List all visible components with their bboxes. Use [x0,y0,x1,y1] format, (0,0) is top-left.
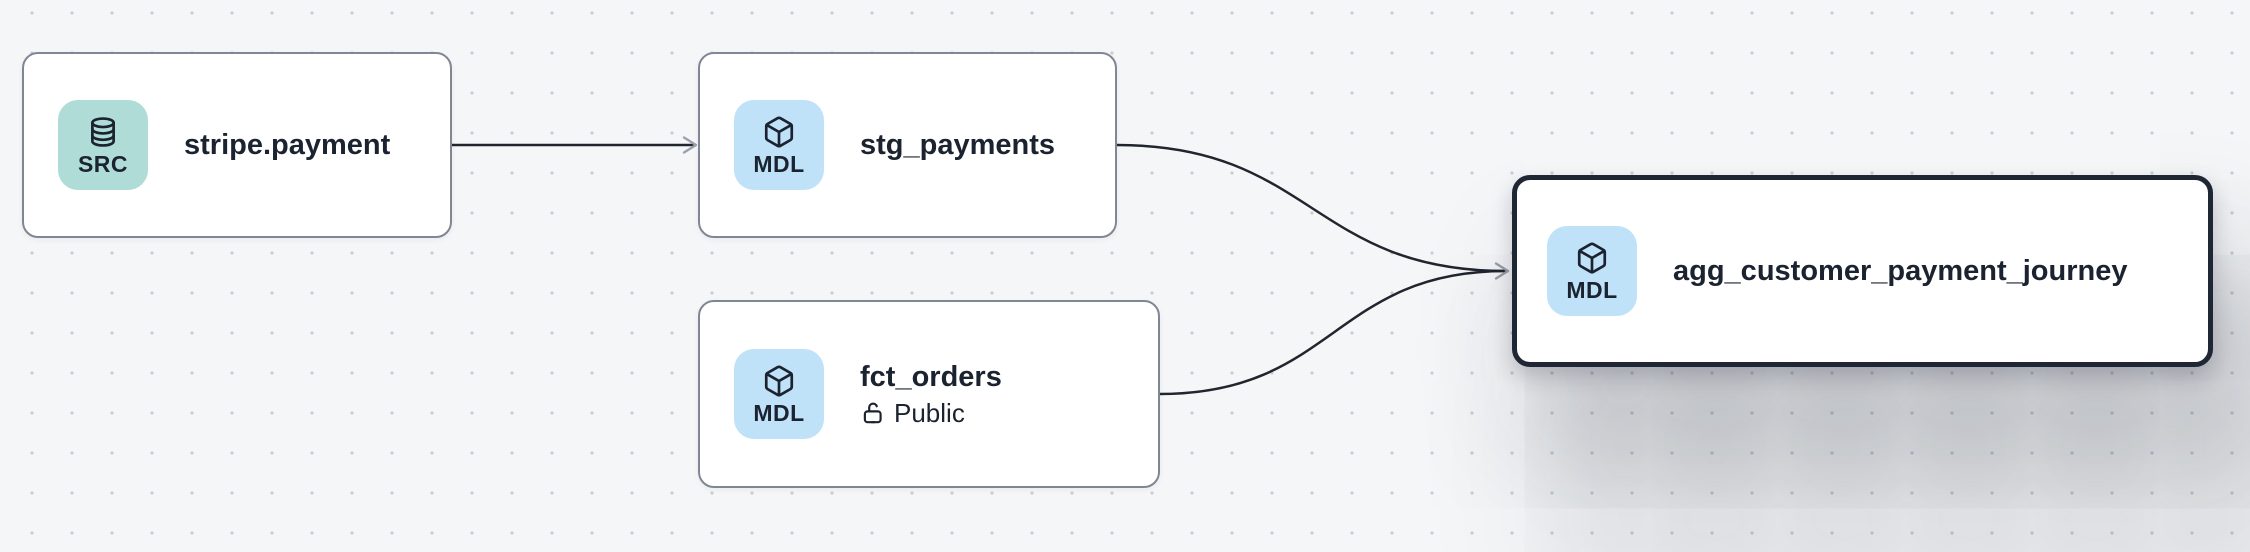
cube-icon [762,364,796,398]
edge-fct-orders-to-agg-customer-payment-journey[interactable] [1159,269,1507,396]
edge-stg-payments-to-agg-customer-payment-journey[interactable] [1116,143,1507,273]
source-badge: SRC [58,100,148,190]
node-title: agg_customer_payment_journey [1673,254,2128,287]
model-badge: MDL [1547,226,1637,316]
database-icon [86,115,120,149]
access-label: Public [894,398,965,429]
node-stripe-payment[interactable]: SRC stripe.payment [22,52,452,238]
node-title: fct_orders [860,361,1002,394]
node-fct-orders[interactable]: MDL fct_orders Public [698,300,1160,488]
cube-icon [762,115,796,149]
badge-label: SRC [77,150,129,177]
cube-icon [1575,241,1609,275]
badge-label: MDL [753,150,805,177]
badge-label: MDL [753,399,805,426]
access-badge: Public [860,399,1002,428]
node-title: stripe.payment [184,128,391,161]
node-title: stg_payments [860,128,1056,161]
model-badge: MDL [734,349,824,439]
arrowhead-icon [1494,262,1510,280]
badge-label: MDL [1566,276,1618,303]
node-stg-payments[interactable]: MDL stg_payments [698,52,1117,238]
unlock-icon [860,400,886,426]
model-badge: MDL [734,100,824,190]
node-agg-customer-payment-journey[interactable]: MDL agg_customer_payment_journey [1512,175,2213,367]
arrowhead-icon [682,136,698,154]
